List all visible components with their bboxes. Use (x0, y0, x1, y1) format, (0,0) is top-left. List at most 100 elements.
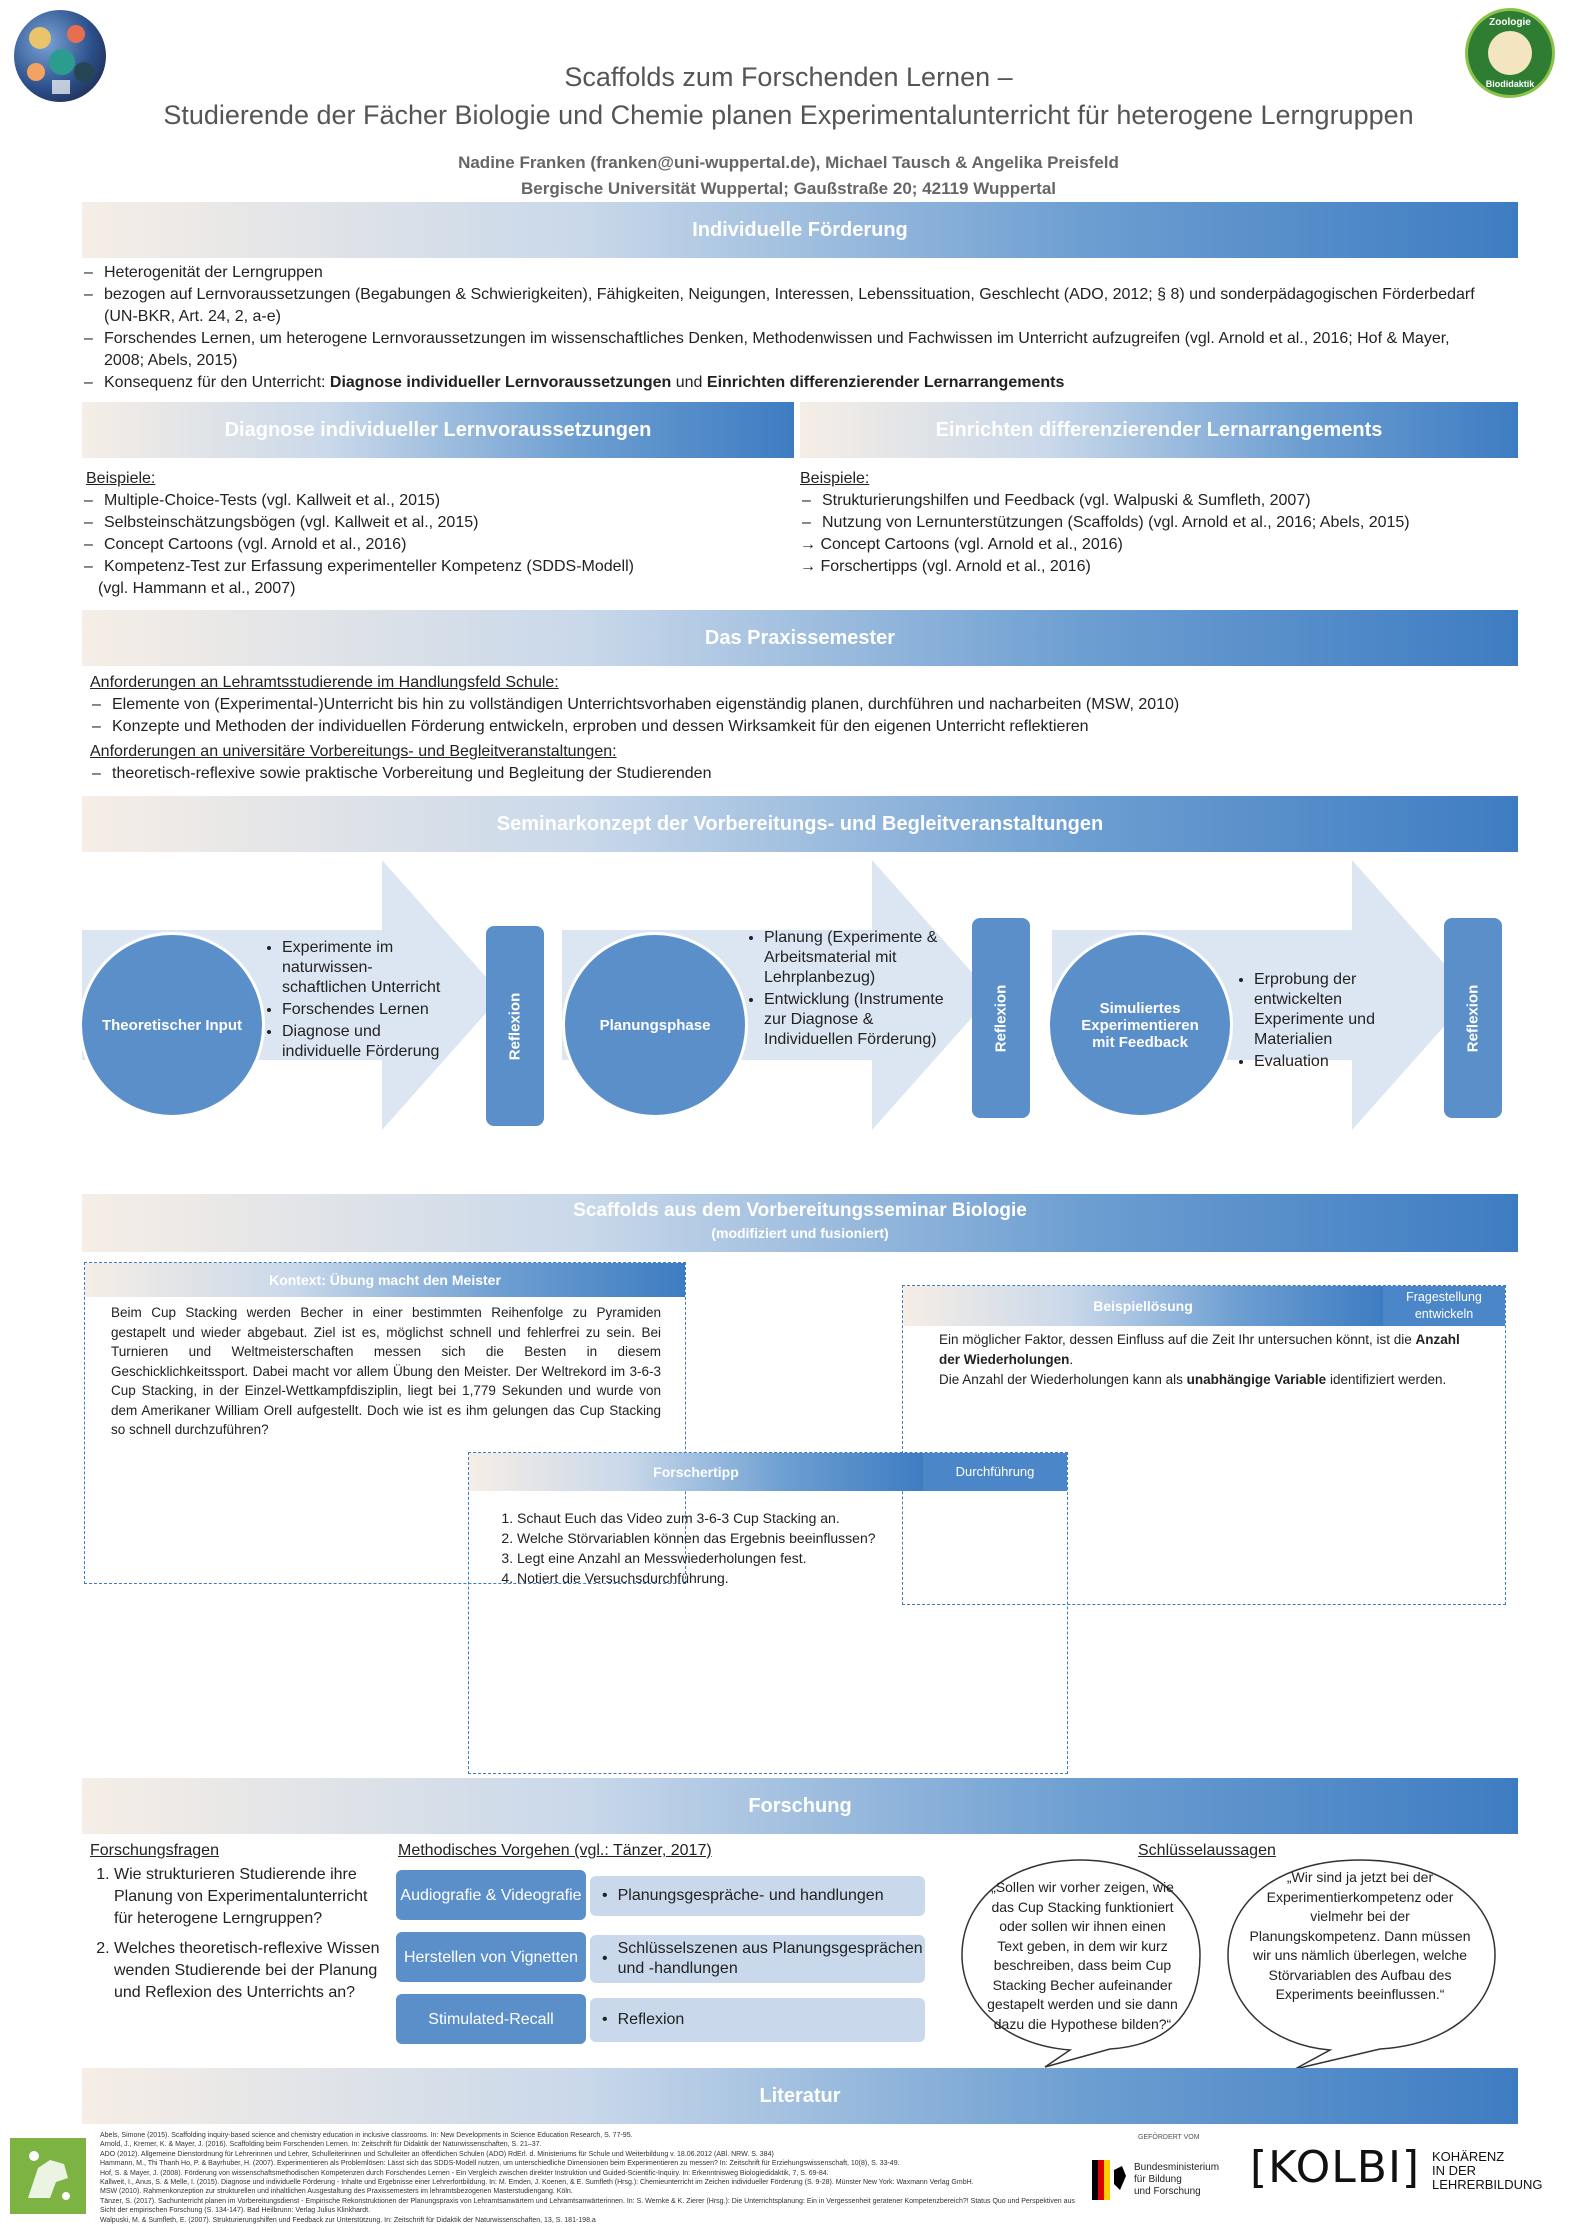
quote-2: „Wir sind ja jetzt bei der Experimentier… (1249, 1869, 1471, 2002)
section-header-seminar: Seminarkonzept der Vorbereitungs- und Be… (82, 796, 1518, 852)
list-item: Concept Cartoons (vgl. Arnold et al., 20… (82, 534, 786, 556)
einrichten-content: Beispiele: Strukturierungshilfen und Fee… (800, 468, 1510, 578)
list-item: Welche Störvariablen können das Ergebnis… (517, 1528, 1077, 1548)
beispiel-line2: Die Anzahl der Wiederholungen kann als (939, 1372, 1187, 1387)
reference-item: Abels, Simone (2015). Scaffolding inquir… (100, 2132, 633, 2139)
reflexion-box-3: Reflexion (1444, 918, 1502, 1118)
reference-item: Tänzer, S. (2017). Sachunterricht planen… (100, 2197, 1075, 2215)
forschertipp-title: Forschertipp (469, 1453, 923, 1491)
diagnose-item-continuation: (vgl. Hammann et al., 2007) (98, 580, 296, 597)
list-item: Notiert die Versuchsdurchführung. (517, 1568, 1077, 1588)
bmbf-line1: Bundesministerium (1134, 2162, 1220, 2173)
beispiel-text: Ein möglicher Faktor, dessen Einfluss au… (939, 1332, 1460, 1387)
praxis-req2-label: Anforderungen an universitäre Vorbereitu… (90, 743, 617, 760)
reference-item: Hof, S. & Mayer, J. (2008). Förderung vo… (100, 2169, 829, 2177)
quote-1: „Sollen wir vorher zeigen, wie das Cup S… (987, 1879, 1178, 2032)
list-item: Elemente von (Experimental-)Unterricht b… (90, 694, 1510, 716)
beispiel-bold2: unabhängige Variable (1186, 1372, 1327, 1387)
beispiel-line1: Ein möglicher Faktor, dessen Einfluss au… (939, 1332, 1416, 1347)
scaffolds-subheading: (modifiziert und fusioniert) (711, 1225, 889, 1241)
phase-arrow-1 (82, 860, 502, 1130)
list-item: Forschendes Lernen, um heterogene Lernvo… (82, 328, 1482, 372)
diagnose-content: Beispiele: Multiple-Choice-Tests (vgl. K… (84, 468, 786, 600)
section-header-praxis: Das Praxissemester (82, 610, 1518, 666)
reflexion-label: Reflexion (992, 984, 1010, 1052)
method-label-audiografie: Audiografie & Videografie (396, 1870, 586, 1920)
schluessel-label: Schlüsselaussagen (1138, 1842, 1276, 1859)
phase3-bullets: Erprobung der entwickelten Experimente u… (1236, 970, 1426, 1074)
list-item: Selbsteinschätzungsbögen (vgl. Kallweit … (82, 512, 786, 534)
kolbi-line2: IN DER (1432, 2163, 1477, 2178)
section-header-literatur: Literatur (82, 2068, 1518, 2124)
reference-item: Walpuski, M. & Sumfleth, E. (2007). Stru… (100, 2216, 596, 2224)
logo-inner-circle (1488, 31, 1532, 75)
forschertipp-list: Schaut Euch das Video zum 3-6-3 Cup Stac… (483, 1508, 1077, 1588)
seminar-arrows (82, 860, 1472, 1130)
arrow-icon: → (800, 558, 816, 575)
speech-bubble-2 (1227, 1859, 1496, 2070)
list-item: Diagnose und individuelle Förderung (282, 1022, 454, 1062)
arrow-item: → Concept Cartoons (vgl. Arnold et al., … (800, 534, 1510, 556)
einrichten-examples-label: Beispiele: (800, 470, 870, 487)
method-text: Planungsgespräche- und handlungen (617, 1887, 884, 1904)
phase-arrow-2 (562, 860, 992, 1130)
circle-simuliertes-experimentieren: Simuliertes Experimentieren mit Feedback (1050, 935, 1230, 1115)
kontext-title: Kontext: Übung macht den Meister (85, 1263, 685, 1297)
list-item: bezogen auf Lernvoraussetzungen (Begabun… (82, 284, 1482, 328)
bullet-icon: • (602, 1887, 608, 1904)
bullet-icon: • (602, 1950, 608, 1967)
reference-item: Hammann, M., Thi Thanh Ho, P. & Bayrhube… (100, 2160, 900, 2168)
einrichten-list: Strukturierungshilfen und Feedback (vgl.… (800, 490, 1510, 534)
kolbi-logo: [KOLBI] (1250, 2142, 1421, 2193)
list-item: Forschendes Lernen (282, 1000, 454, 1020)
list-item: Welches theoretisch-reflexive Wissen wen… (114, 1938, 380, 2004)
diagnose-list: Multiple-Choice-Tests (vgl. Kallweit et … (82, 490, 786, 578)
list-item: Kompetenz-Test zur Erfassung experimente… (82, 556, 786, 578)
method-label-stimulated-recall: Stimulated-Recall (396, 1994, 586, 2044)
authors: Nadine Franken (franken@uni-wuppertal.de… (458, 153, 1119, 172)
zoologie-biodidaktik-logo: Zoologie Biodidaktik (1465, 8, 1555, 98)
phase2-bullets: Planung (Experimente & Arbeitsmaterial m… (746, 928, 946, 1052)
praxis-req2-list: theoretisch-reflexive sowie praktische V… (90, 763, 1510, 785)
consequence-bold1: Diagnose individueller Lernvoraussetzung… (329, 374, 672, 391)
arrow-item-text: Concept Cartoons (vgl. Arnold et al., 20… (820, 536, 1123, 553)
phase3-list: Erprobung der entwickelten Experimente u… (1236, 970, 1426, 1072)
method-text: Reflexion (617, 2011, 685, 2028)
forschungsfragen-label: Forschungsfragen (90, 1842, 219, 1859)
logo-top-text: Zoologie (1489, 17, 1531, 28)
kolbi-subtitle: KOHÄRENZ IN DER LEHRERBILDUNG (1432, 2150, 1543, 2192)
kolbi-line1: KOHÄRENZ (1432, 2149, 1505, 2164)
beispiel-line2-end: identifiziert werden. (1326, 1372, 1447, 1387)
logo-collage-icon (27, 25, 94, 94)
section-header-individuelle: Individuelle Förderung (82, 202, 1518, 258)
circle-planungsphase: Planungsphase (565, 935, 745, 1115)
list-item: Nutzung von Lernunterstützungen (Scaffol… (800, 512, 1510, 534)
beispiel-card: Beispiellösung Fragestellung entwickeln … (902, 1285, 1506, 1605)
phase1-list: Experimente im naturwissen-schaftlichen … (264, 938, 454, 1062)
kontext-card: Kontext: Übung macht den Meister Beim Cu… (84, 1262, 686, 1584)
reference-item: ADO (2012). Allgemeine Dienstordnung für… (100, 2150, 774, 2158)
beispiel-title: Beispiellösung (903, 1286, 1383, 1326)
consequence-bold2: Einrichten differenzierender Lernarrange… (706, 374, 1065, 391)
list-item: Legt eine Anzahl an Messwiederholungen f… (517, 1548, 1077, 1568)
reflexion-label: Reflexion (1464, 984, 1482, 1052)
reference-item: Arnold, J., Kremer, K. & Mayer, J. (2016… (100, 2141, 542, 2149)
praxis-req1-list: Elemente von (Experimental-)Unterricht b… (90, 694, 1510, 738)
eagle-icon (1092, 2160, 1126, 2200)
list-item: Heterogenität der Lerngruppen (82, 262, 1482, 284)
list-item: Evaluation (1254, 1052, 1426, 1072)
praxis-req1-label: Anforderungen an Lehramtsstudierende im … (90, 674, 559, 691)
phase2-list: Planung (Experimente & Arbeitsmaterial m… (746, 928, 946, 1050)
method-text: Schlüsselszenen aus Planungsgesprächen u… (617, 1940, 923, 1977)
praxis-content: Anforderungen an Lehramtsstudierende im … (90, 672, 1510, 785)
list-item: theoretisch-reflexive sowie praktische V… (90, 763, 1510, 785)
scaffolds-heading: Scaffolds aus dem Vorbereitungsseminar B… (573, 1200, 1027, 1221)
list-item: Konsequenz für den Unterricht: Diagnose … (82, 372, 1482, 394)
forschungsfragen-list: Wie strukturieren Studierende ihre Planu… (90, 1864, 380, 2004)
list-item: Konzepte und Methoden der individuellen … (90, 716, 1510, 738)
methoden-label: Methodisches Vorgehen (vgl.: Tänzer, 201… (398, 1842, 712, 1859)
list-item: Planung (Experimente & Arbeitsmaterial m… (764, 928, 946, 988)
list-item: Wie strukturieren Studierende ihre Planu… (114, 1864, 380, 1930)
institution: Bergische Universität Wuppertal; Gaußstr… (520, 179, 1057, 198)
horse-emblem-icon (28, 2151, 70, 2200)
